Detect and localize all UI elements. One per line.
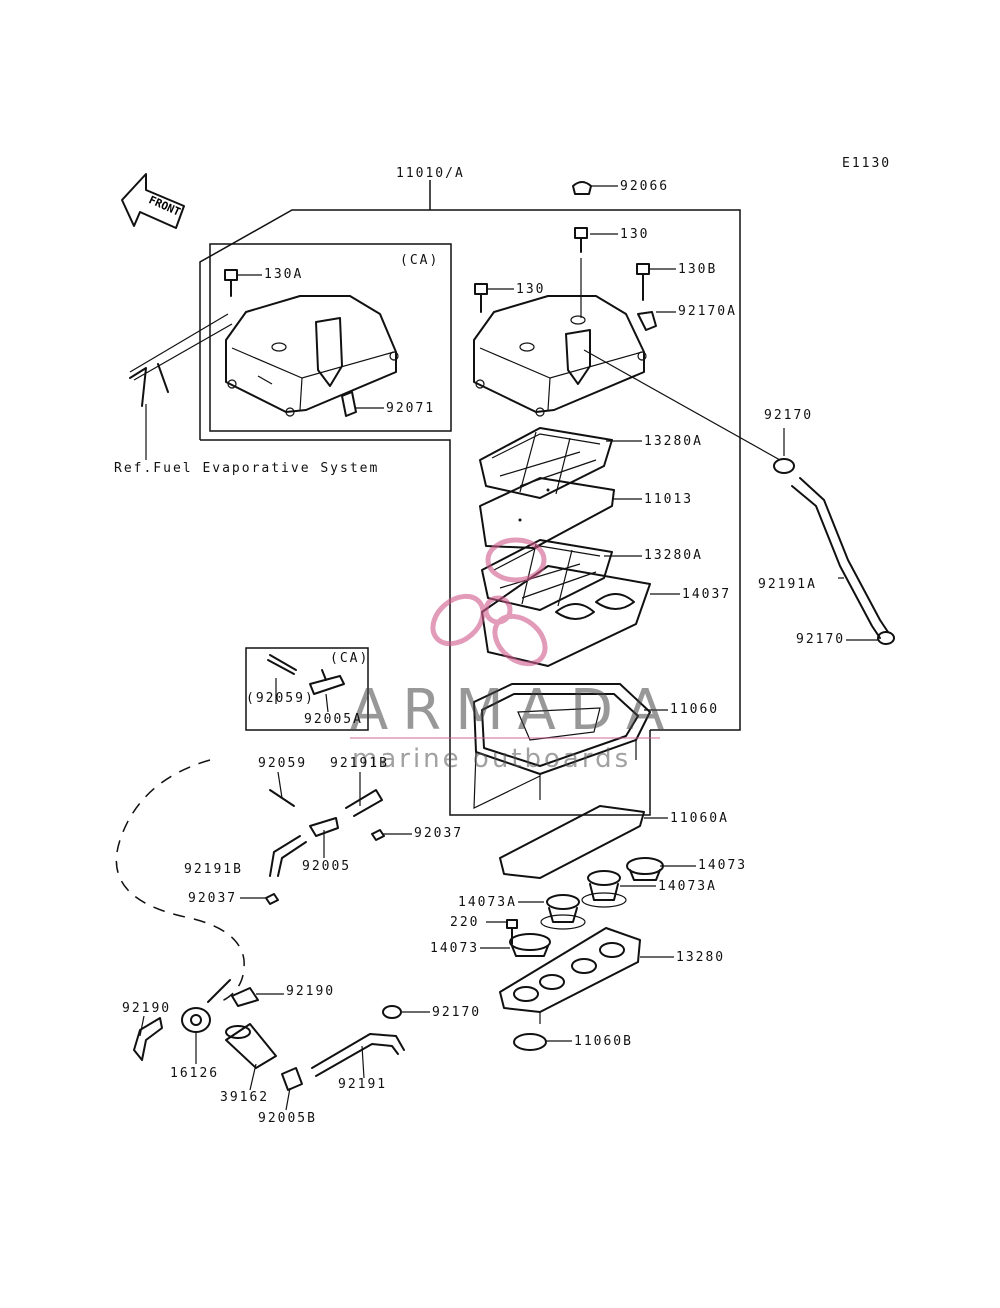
hose-92190-left xyxy=(133,1017,163,1061)
callout-92170-bottom: 92170 xyxy=(432,1005,482,1020)
callout-92190-left: 92190 xyxy=(122,1001,172,1016)
fitting-92071 xyxy=(341,391,357,417)
leader-lines xyxy=(139,185,878,1111)
hose-92190-right xyxy=(231,987,259,1007)
cover-14037 xyxy=(481,565,651,667)
housing-11060 xyxy=(473,683,651,809)
front-arrow-icon: FRONT xyxy=(121,173,185,229)
watermark-brand: ARMADA xyxy=(350,678,679,743)
duct-14073-right xyxy=(626,857,664,881)
callout-13280: 13280 xyxy=(676,950,726,965)
callout-92037-right: 92037 xyxy=(414,826,464,841)
ca-inset-box xyxy=(209,243,452,432)
callout-14073A-right: 14073A xyxy=(658,879,717,894)
clip-92037-right xyxy=(371,829,385,841)
filter-element-13280A-mid xyxy=(481,539,613,611)
duct-14073A-left xyxy=(540,894,586,930)
callout-11010A: 11010/A xyxy=(396,166,465,181)
ref-fuel-evap-note: Ref.Fuel Evaporative System xyxy=(114,461,380,476)
watermark-tagline: marine outboards xyxy=(352,744,632,774)
callout-92170-right-bottom: 92170 xyxy=(796,632,846,647)
callout-130A: 130A xyxy=(264,267,304,282)
callout-11060B: 11060B xyxy=(574,1034,633,1049)
callout-13280A-mid: 13280A xyxy=(644,548,703,563)
callout-92190-right: 92190 xyxy=(286,984,336,999)
callout-92191A: 92191A xyxy=(758,577,817,592)
callout-11060A: 11060A xyxy=(670,811,729,826)
pin-92059-ca xyxy=(267,654,297,675)
duct-14073-left xyxy=(509,933,551,957)
screw-220 xyxy=(506,919,518,945)
callout-92170-right-top: 92170 xyxy=(764,408,814,423)
hose-routing-dashed xyxy=(115,759,245,1003)
joint-92005A xyxy=(309,669,345,695)
joint-92005 xyxy=(309,817,339,837)
callout-14073-left: 14073 xyxy=(430,941,480,956)
air-cleaner-cover-ca xyxy=(225,295,399,417)
callout-92037-left: 92037 xyxy=(188,891,238,906)
callout-92170A: 92170A xyxy=(678,304,737,319)
callout-92005B: 92005B xyxy=(258,1111,317,1126)
hose-92191B-top xyxy=(345,789,383,817)
watermark-logo-icon xyxy=(430,537,548,667)
clamp-92170-right-bottom xyxy=(877,631,895,645)
gasket-11060A xyxy=(499,805,645,879)
holder-13280 xyxy=(499,927,641,1024)
clip-92037-left xyxy=(265,893,279,905)
callout-11060: 11060 xyxy=(670,702,720,717)
clamp-92170A xyxy=(637,311,657,331)
valve-16126 xyxy=(181,979,231,1033)
callout-ca-left: (CA) xyxy=(400,253,440,268)
air-cleaner-cover xyxy=(473,295,647,417)
callout-92191: 92191 xyxy=(338,1077,388,1092)
clamp-92170-right-top xyxy=(773,458,795,474)
callout-13280A-top: 13280A xyxy=(644,434,703,449)
callout-39162: 39162 xyxy=(220,1090,270,1105)
callout-92066: 92066 xyxy=(620,179,670,194)
assembly-bracket xyxy=(199,180,741,816)
callout-11013: 11013 xyxy=(644,492,694,507)
callout-ca-small: (CA) xyxy=(330,651,370,666)
duct-14073A-right xyxy=(581,870,627,908)
callout-14073A-left: 14073A xyxy=(458,895,517,910)
diagram-code: E1130 xyxy=(842,156,892,171)
callout-16126: 16126 xyxy=(170,1066,220,1081)
ca-small-box xyxy=(245,647,369,731)
hose-92191B-left xyxy=(269,835,307,877)
callout-92071: 92071 xyxy=(386,401,436,416)
oring-11060B xyxy=(513,1033,547,1051)
bolt-130A xyxy=(224,269,238,297)
callout-130B: 130B xyxy=(678,262,718,277)
hose-92191 xyxy=(311,1033,405,1077)
callout-14073-right: 14073 xyxy=(698,858,748,873)
filter-element-13280A-top xyxy=(479,427,613,499)
bolt-130-top xyxy=(574,227,588,318)
hose-92191A xyxy=(791,477,889,639)
callout-92005A: 92005A xyxy=(304,712,363,727)
callout-130-top: 130 xyxy=(620,227,650,242)
filter-plate-11013 xyxy=(479,477,615,549)
callout-92005: 92005 xyxy=(302,859,352,874)
callout-220: 220 xyxy=(450,915,480,930)
callout-14037: 14037 xyxy=(682,587,732,602)
callout-92191B-left: 92191B xyxy=(184,862,243,877)
callout-92059: 92059 xyxy=(258,756,308,771)
clamp-92170-bottom xyxy=(382,1005,402,1019)
fuel-evap-bracket xyxy=(129,313,233,460)
separator-39162 xyxy=(225,1023,277,1069)
callout-92059-ca: (92059) xyxy=(246,691,315,706)
joint-92005B xyxy=(281,1067,303,1091)
callout-130-left: 130 xyxy=(516,282,546,297)
cap-92066 xyxy=(572,181,592,195)
callout-92191B-top: 92191B xyxy=(330,756,389,771)
bolt-130-left xyxy=(474,283,488,313)
bolt-130B xyxy=(636,263,650,301)
